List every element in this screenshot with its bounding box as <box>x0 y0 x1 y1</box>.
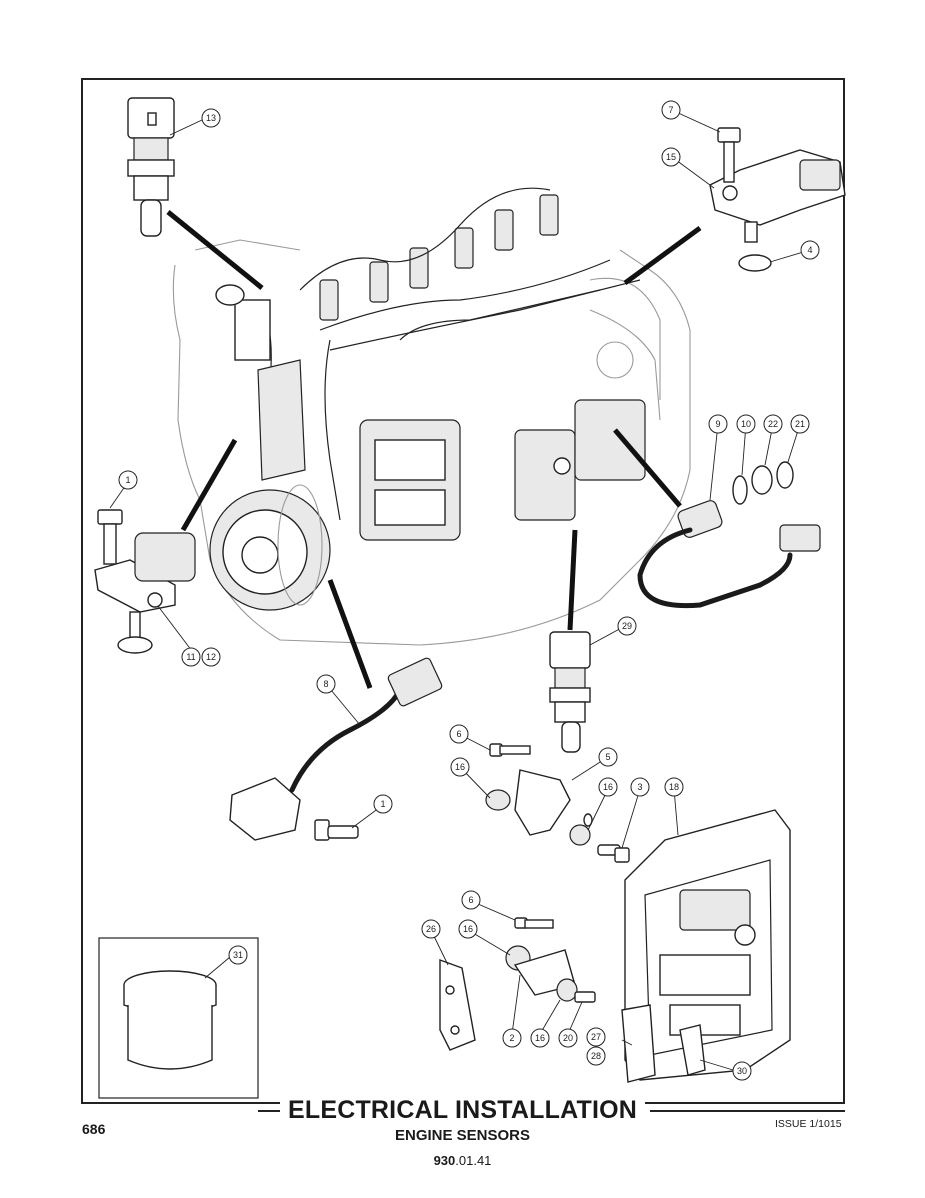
callout-22: 22 <box>763 414 783 434</box>
svg-text:28: 28 <box>591 1051 601 1061</box>
callout-29: 29 <box>617 616 637 636</box>
issue-label: ISSUE 1/1015 <box>775 1118 842 1130</box>
callout-6-upper: 6 <box>449 724 469 744</box>
title-rule-left <box>258 1110 288 1112</box>
callout-16-lower-left: 16 <box>458 919 478 939</box>
svg-text:6: 6 <box>456 729 461 739</box>
callout-3: 3 <box>630 777 650 797</box>
svg-text:9: 9 <box>715 419 720 429</box>
svg-text:30: 30 <box>737 1066 747 1076</box>
section-code: 930.01.41 <box>0 1153 925 1168</box>
svg-text:15: 15 <box>666 152 676 162</box>
part-13-temperature-sensor <box>127 97 175 237</box>
bracket-assembly-lower <box>439 917 596 1051</box>
callout-18: 18 <box>664 777 684 797</box>
callout-2: 2 <box>502 1028 522 1048</box>
svg-text:16: 16 <box>603 782 613 792</box>
svg-text:3: 3 <box>637 782 642 792</box>
part-29-temperature-sensor <box>549 631 591 753</box>
filter-head <box>514 399 646 521</box>
title-rule-right <box>650 1110 845 1112</box>
callout-16-lower-right: 16 <box>530 1028 550 1048</box>
callout-20: 20 <box>558 1028 578 1048</box>
svg-text:18: 18 <box>669 782 679 792</box>
part-31-compound-jar <box>123 970 217 1070</box>
callout-16-left: 16 <box>450 757 470 777</box>
callout-27: 27 <box>586 1027 606 1047</box>
leader-bars <box>166 210 702 689</box>
svg-text:11: 11 <box>186 652 195 662</box>
svg-text:22: 22 <box>768 419 778 429</box>
callout-4: 4 <box>800 240 820 260</box>
flywheel-housing <box>589 277 661 400</box>
page-title-text: ELECTRICAL INSTALLATION <box>279 1096 646 1124</box>
svg-text:29: 29 <box>622 621 632 631</box>
crankshaft-pulley <box>209 484 331 611</box>
section-code-major: 930 <box>433 1153 456 1168</box>
page-subtitle: ENGINE SENSORS <box>394 1127 531 1144</box>
svg-text:27: 27 <box>591 1032 601 1042</box>
callout-11: 11 <box>181 647 201 667</box>
housing-plate <box>215 284 306 481</box>
svg-text:5: 5 <box>605 752 610 762</box>
callout-10: 10 <box>736 414 756 434</box>
callout-13: 13 <box>201 108 221 128</box>
section-code-minor: .01.41 <box>455 1153 492 1168</box>
svg-text:2: 2 <box>509 1033 514 1043</box>
callout-31: 31 <box>228 945 248 965</box>
callout-21: 21 <box>790 414 810 434</box>
callout-26: 26 <box>421 919 441 939</box>
callout-5: 5 <box>598 747 618 767</box>
svg-text:1: 1 <box>380 799 385 809</box>
svg-text:31: 31 <box>233 950 243 960</box>
svg-text:1: 1 <box>125 475 130 485</box>
inset-box <box>98 937 259 1099</box>
part-8-crankshaft-sensor <box>229 657 443 841</box>
part-27-bracket <box>621 1004 706 1083</box>
svg-text:16: 16 <box>535 1033 545 1043</box>
callout-9: 9 <box>708 414 728 434</box>
svg-text:7: 7 <box>668 105 673 115</box>
injector-row <box>299 187 641 351</box>
callout-1-upper: 1 <box>118 470 138 490</box>
callout-7: 7 <box>661 100 681 120</box>
callout-30: 30 <box>732 1061 752 1081</box>
svg-text:16: 16 <box>463 924 473 934</box>
callout-12: 12 <box>201 647 221 667</box>
callout-1-lower: 1 <box>373 794 393 814</box>
callout-16-right: 16 <box>598 777 618 797</box>
page-title: ELECTRICAL INSTALLATION <box>0 1096 925 1125</box>
svg-text:4: 4 <box>807 245 812 255</box>
svg-text:26: 26 <box>426 924 436 934</box>
svg-text:6: 6 <box>468 895 473 905</box>
svg-text:16: 16 <box>455 762 465 772</box>
fuel-pump <box>359 419 461 541</box>
svg-text:21: 21 <box>795 419 805 429</box>
svg-text:10: 10 <box>741 419 751 429</box>
part-15-pressure-sensor <box>709 127 846 272</box>
callout-8: 8 <box>316 674 336 694</box>
callout-15: 15 <box>661 147 681 167</box>
svg-text:12: 12 <box>206 652 216 662</box>
part-11-sensor <box>94 509 196 654</box>
svg-text:13: 13 <box>206 113 216 123</box>
part-9-speed-sensor <box>637 461 821 609</box>
svg-text:8: 8 <box>323 679 328 689</box>
bracket-assembly-upper <box>485 743 630 863</box>
svg-text:20: 20 <box>563 1033 573 1043</box>
callout-6-lower: 6 <box>461 890 481 910</box>
page-number: 686 <box>82 1121 106 1137</box>
callout-28: 28 <box>586 1046 606 1066</box>
